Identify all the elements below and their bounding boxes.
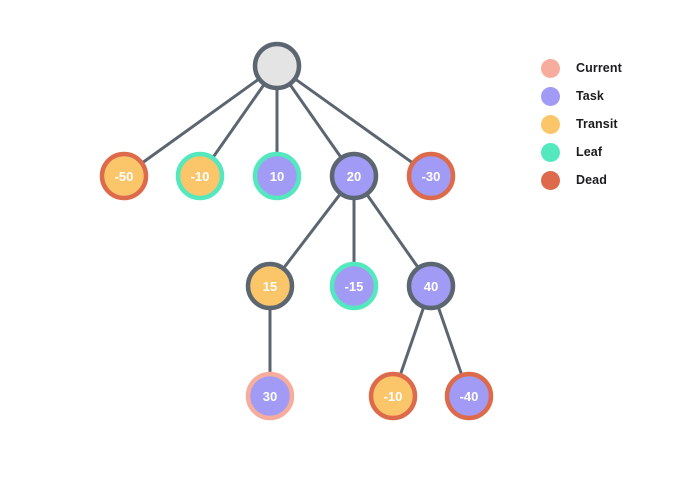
tree-node[interactable]: 40 [406,261,456,311]
node-circle[interactable] [99,151,149,201]
legend-label: Leaf [576,145,603,159]
tree-node[interactable]: -10 [175,151,225,201]
legend-item-transit[interactable]: Transit [541,110,671,138]
legend-item-leaf[interactable]: Leaf [541,138,671,166]
tree-edge [282,192,342,270]
legend-item-current[interactable]: Current [541,54,671,82]
legend-item-task[interactable]: Task [541,82,671,110]
tree-edge [293,77,415,165]
node-label: 40 [424,279,438,294]
legend-label: Task [576,89,604,103]
edges-group [140,77,464,377]
tree-edge [211,82,266,160]
node-circle[interactable] [329,261,379,311]
legend-label: Transit [576,117,618,131]
node-circle[interactable] [368,371,418,421]
legend-swatch-icon [541,170,560,190]
node-label: -10 [191,169,210,184]
node-circle[interactable] [444,371,494,421]
node-label: -30 [422,169,441,184]
node-circle[interactable] [175,151,225,201]
tree-node[interactable]: -10 [368,371,418,421]
tree-node[interactable]: -40 [444,371,494,421]
nodes-group: -50 -10 10 20 -30 15 -15 40 30 -10 -40 [99,41,494,421]
node-label: 20 [347,169,361,184]
tree-edge [140,77,261,165]
tree-node[interactable]: 30 [245,371,295,421]
legend-swatch-icon [541,142,560,162]
tree-node[interactable]: 20 [329,151,379,201]
legend-swatch-icon [541,114,560,134]
legend-label: Dead [576,173,607,187]
node-circle[interactable] [329,151,379,201]
tree-edge [288,82,343,160]
node-label: -10 [384,389,403,404]
tree-node[interactable]: -30 [406,151,456,201]
node-label: 15 [263,279,277,294]
node-label: -15 [345,279,364,294]
node-label: -40 [460,389,479,404]
node-circle[interactable] [252,41,302,91]
tree-node[interactable]: 10 [252,151,302,201]
node-circle[interactable] [245,261,295,311]
tree-node[interactable]: -50 [99,151,149,201]
tree-node[interactable]: -15 [329,261,379,311]
legend-swatch-icon [541,86,560,106]
node-label: 10 [270,169,284,184]
node-circle[interactable] [406,151,456,201]
node-label: -50 [115,169,134,184]
tree-node[interactable]: 15 [245,261,295,311]
tree-node[interactable] [252,41,302,91]
legend-item-dead[interactable]: Dead [541,166,671,194]
tree-edge [365,192,420,270]
tree-edge [398,305,426,377]
node-circle[interactable] [252,151,302,201]
legend-label: Current [576,61,622,75]
legend-swatch-icon [541,58,560,78]
tree-edge [436,305,464,377]
node-circle[interactable] [406,261,456,311]
node-label: 30 [263,389,277,404]
node-circle[interactable] [245,371,295,421]
